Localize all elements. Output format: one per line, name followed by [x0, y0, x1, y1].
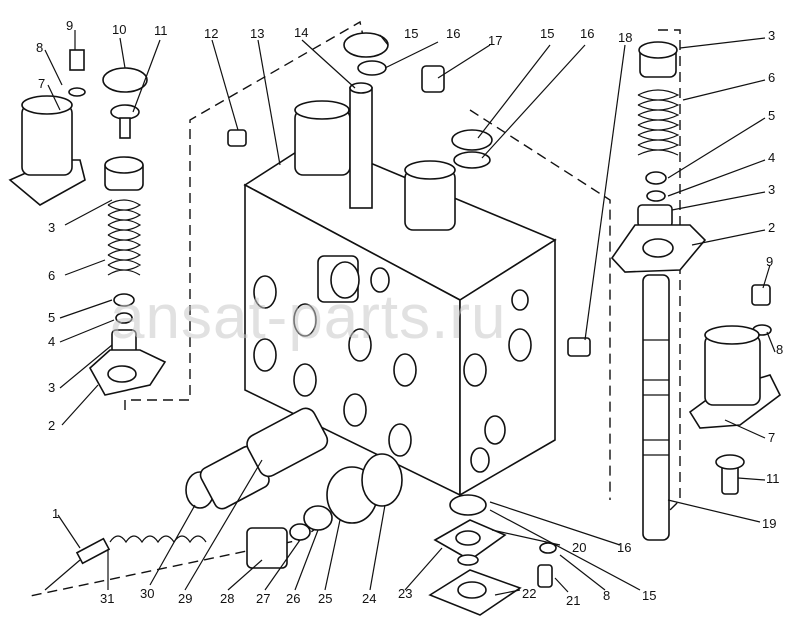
label-15-mid: 15	[540, 26, 554, 41]
assembly-guide-center	[469, 109, 611, 500]
label-17: 17	[488, 33, 502, 48]
label-14: 14	[294, 25, 308, 40]
spool-assembly	[44, 407, 403, 591]
label-16-mid: 16	[580, 26, 594, 41]
label-3-left-top: 3	[48, 220, 55, 235]
label-10: 10	[112, 22, 126, 37]
valve-block	[243, 82, 557, 497]
label-8-right: 8	[776, 342, 783, 357]
label-9: 9	[66, 18, 73, 33]
label-11-right: 11	[766, 471, 780, 486]
label-12: 12	[204, 26, 218, 41]
assembly-guide-left	[124, 20, 366, 410]
left-cover-assembly	[8, 49, 148, 206]
bottom-flange-assembly	[428, 337, 591, 616]
label-31: 31	[100, 591, 114, 606]
label-3-right: 3	[768, 182, 775, 197]
label-26: 26	[286, 591, 300, 606]
watermark-text: ansat-parts.ru	[110, 283, 507, 352]
label-15-top: 15	[404, 26, 418, 41]
label-15-bottom: 15	[642, 588, 656, 603]
label-3-right-top: 3	[768, 28, 775, 43]
left-spring-stack	[88, 156, 167, 396]
label-29: 29	[178, 591, 192, 606]
right-spring-stack	[610, 41, 707, 541]
label-24: 24	[362, 591, 376, 606]
label-3-left: 3	[48, 380, 55, 395]
label-4-left: 4	[48, 334, 55, 349]
label-5-right: 5	[768, 108, 775, 123]
label-16-top: 16	[446, 26, 460, 41]
right-cover-assembly	[688, 284, 782, 495]
label-20: 20	[572, 540, 586, 555]
label-9-right: 9	[766, 254, 773, 269]
label-1: 1	[52, 506, 59, 521]
label-2-left: 2	[48, 418, 55, 433]
label-19: 19	[762, 516, 776, 531]
label-7: 7	[38, 76, 45, 91]
label-28: 28	[220, 591, 234, 606]
label-30: 30	[140, 586, 154, 601]
label-11: 11	[154, 23, 168, 38]
label-18: 18	[618, 30, 632, 45]
label-2-right: 2	[768, 220, 775, 235]
label-23: 23	[398, 586, 412, 601]
leader-lines	[44, 30, 776, 596]
label-16-bottom: 16	[617, 540, 631, 555]
label-21: 21	[566, 593, 580, 608]
label-25: 25	[318, 591, 332, 606]
label-13: 13	[250, 26, 264, 41]
label-8-bottom: 8	[603, 588, 610, 603]
label-6-right: 6	[768, 70, 775, 85]
label-7-right: 7	[768, 430, 775, 445]
label-8: 8	[36, 40, 43, 55]
label-6-left: 6	[48, 268, 55, 283]
label-27: 27	[256, 591, 270, 606]
label-22: 22	[522, 586, 536, 601]
label-4-right: 4	[768, 150, 775, 165]
label-5-left: 5	[48, 310, 55, 325]
part-labels: 9 10 11 8 7 12 13 14 15 16 17 15 16 18 3…	[36, 18, 783, 608]
